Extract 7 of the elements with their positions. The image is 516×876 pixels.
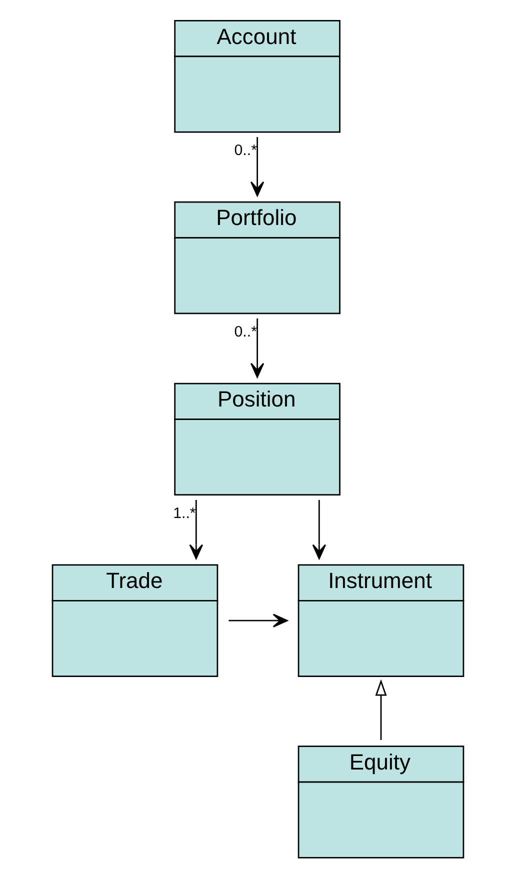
arrow bbox=[312, 499, 326, 559]
arrow bbox=[375, 678, 387, 740]
edge-label: 1..* bbox=[173, 504, 196, 522]
arrow bbox=[228, 613, 288, 627]
arrow bbox=[250, 136, 264, 196]
arrow bbox=[250, 318, 264, 378]
arrow bbox=[189, 499, 204, 559]
